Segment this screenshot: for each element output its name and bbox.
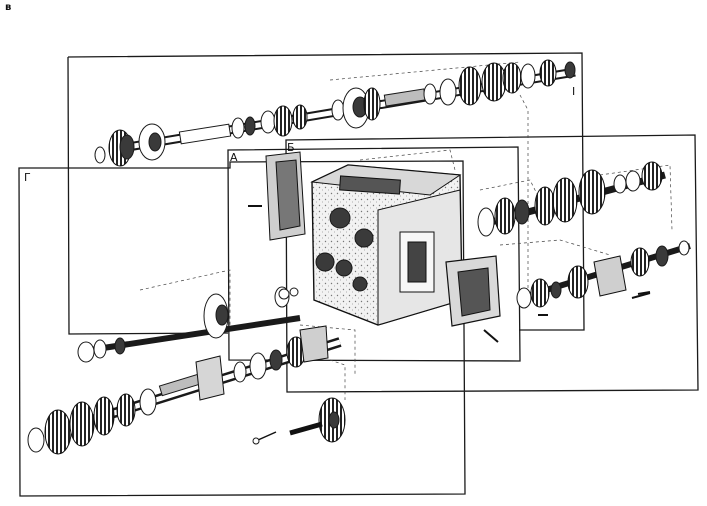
group-label-B: Б <box>287 141 295 154</box>
middle-shaft-assembly <box>477 161 666 237</box>
group-label-G: Г <box>24 171 31 184</box>
frame-group-I-left <box>67 56 229 335</box>
group-label-I: I <box>572 85 575 98</box>
lower-right-shaft-assembly <box>516 240 691 309</box>
frame-group-A <box>227 146 521 362</box>
page-mark: в <box>5 2 11 13</box>
lower-left-shaft-assembly <box>27 286 342 455</box>
group-label-A: А <box>230 151 238 164</box>
side-cover <box>445 255 501 343</box>
assembly-leader-lines <box>139 61 673 400</box>
gearbox-housing <box>265 151 463 326</box>
upper-shaft-assembly <box>94 59 576 167</box>
frame-group-B <box>285 134 699 393</box>
bottom-gear-and-fasteners <box>248 205 651 445</box>
frame-group-G <box>18 160 466 497</box>
